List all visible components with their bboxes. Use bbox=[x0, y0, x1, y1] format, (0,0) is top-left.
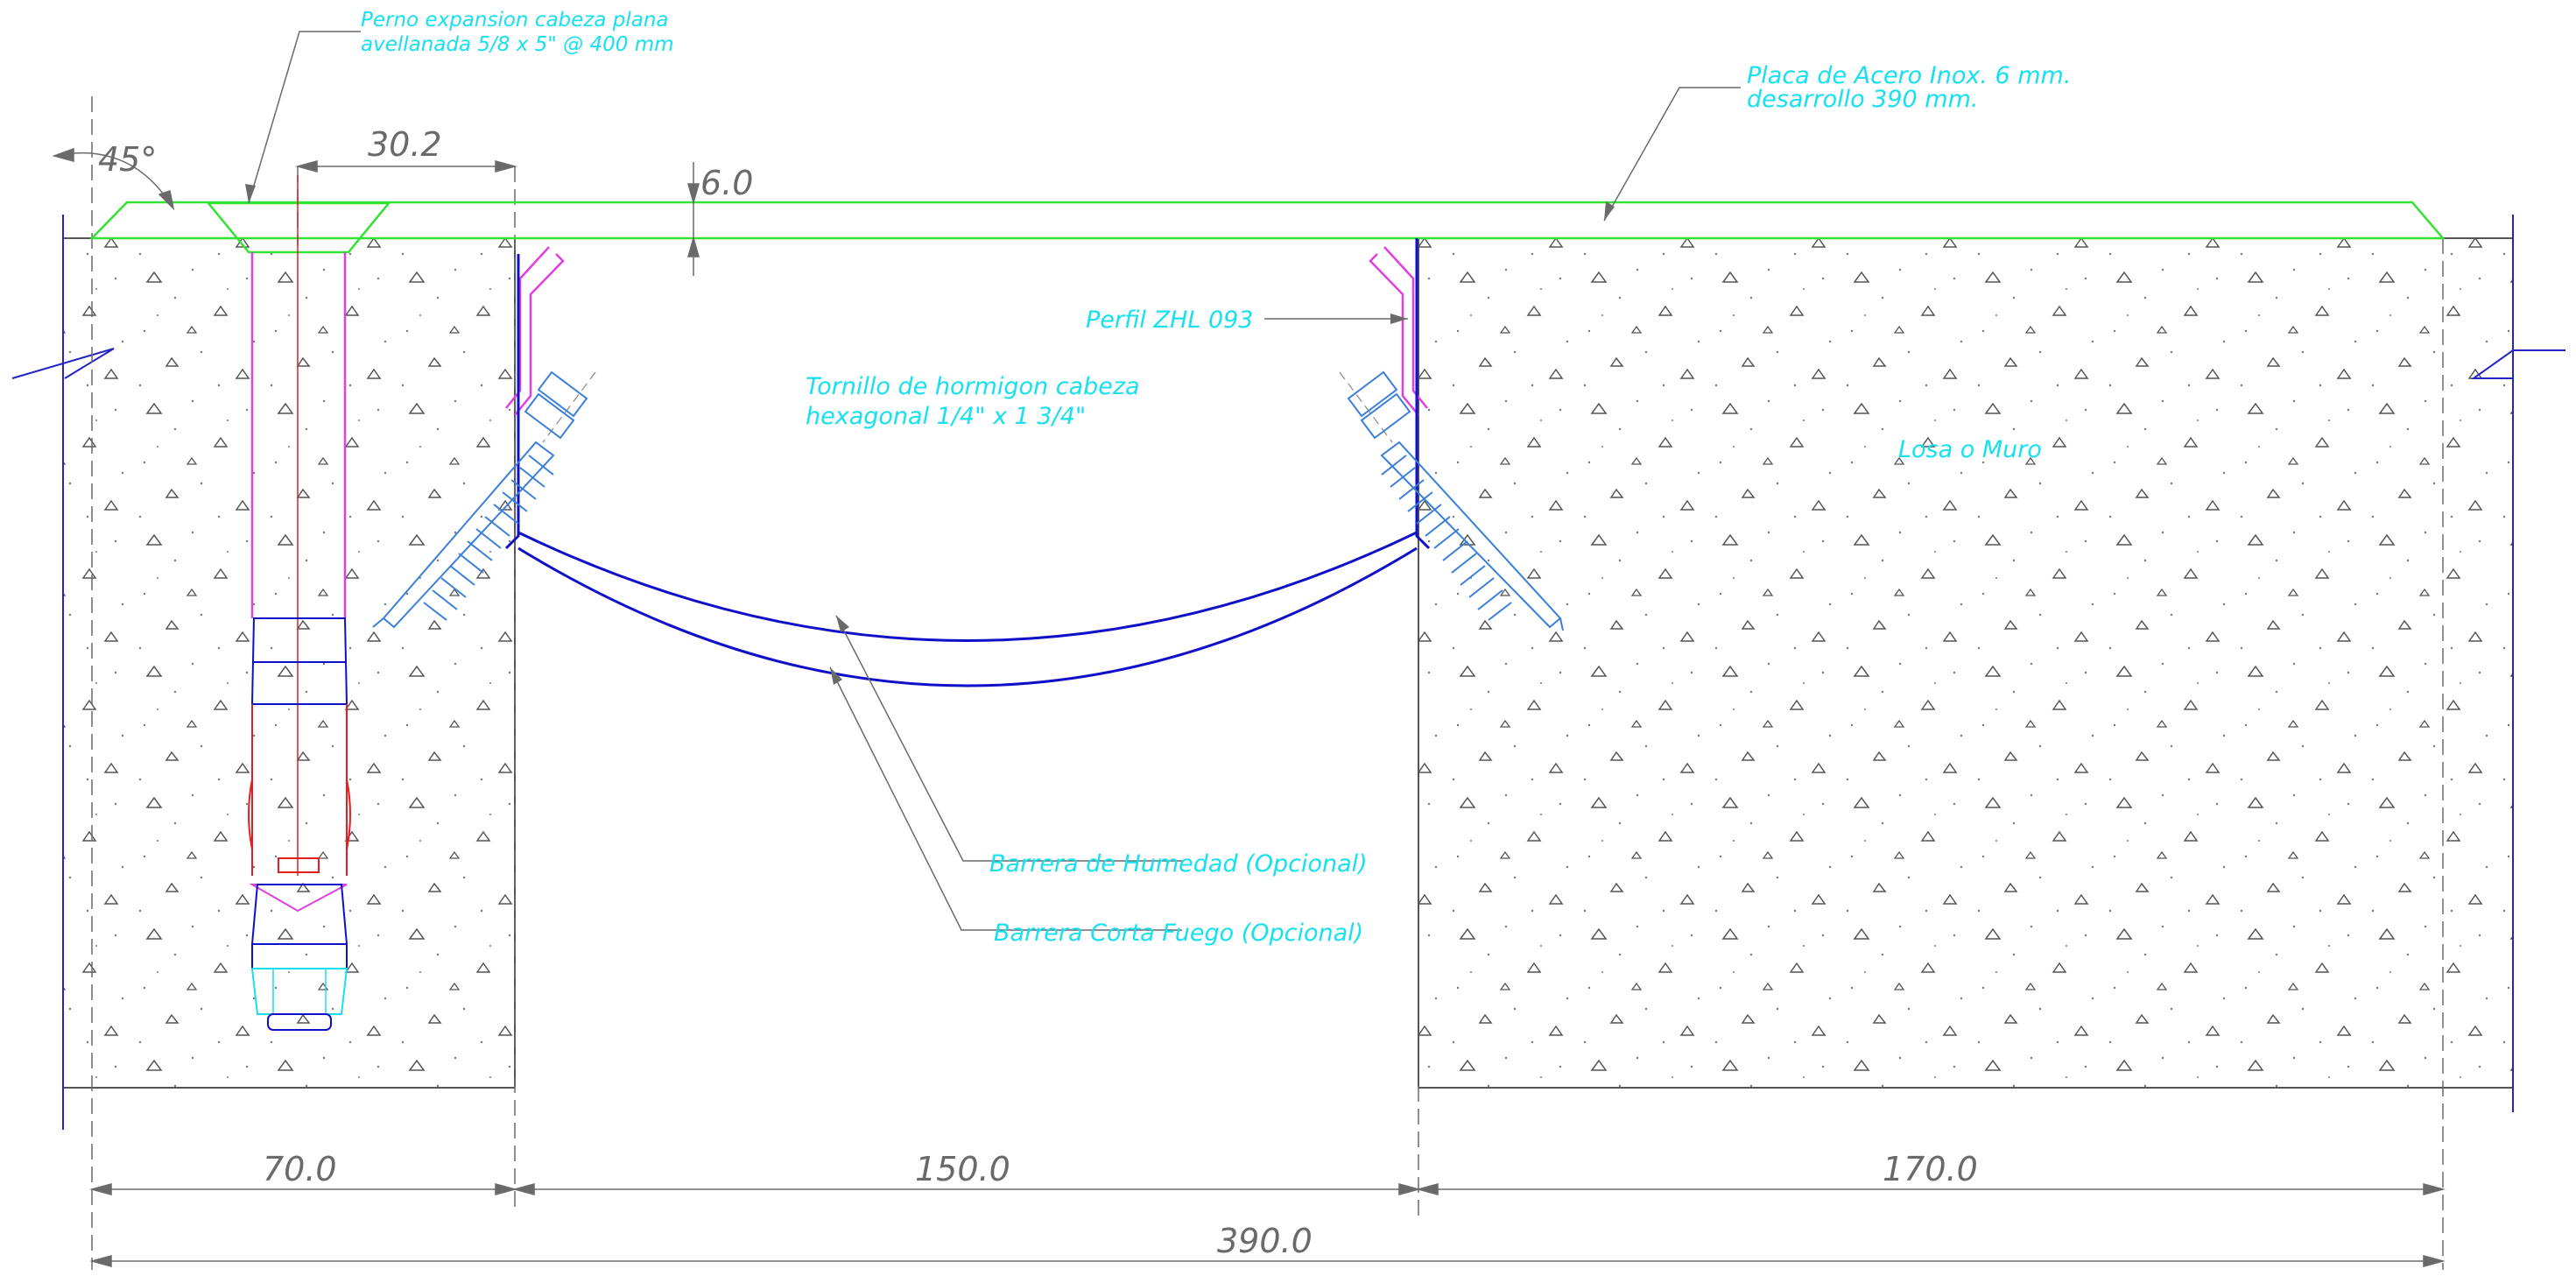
left-edge-dimension: 70.0 bbox=[263, 1150, 337, 1188]
right-profile bbox=[1369, 238, 1431, 550]
anchor-bolt bbox=[206, 175, 391, 1031]
screw-label-line2: hexagonal 1/4" x 1 3/4" bbox=[806, 403, 1086, 430]
plate-thickness-dimension: 6.0 bbox=[700, 164, 753, 202]
bolt-offset-dimension: 30.2 bbox=[368, 125, 442, 164]
plate-label-line2: desarrollo 390 mm. bbox=[1747, 86, 1979, 113]
plate-label-line1: Placa de Acero Inox. 6 mm. bbox=[1747, 62, 2071, 89]
fire-barrier-label: Barrera Corta Fuego (Opcional) bbox=[994, 920, 1363, 947]
moisture-barrier-label: Barrera de Humedad (Opcional) bbox=[989, 850, 1368, 878]
slab-label: Losa o Muro bbox=[1898, 436, 2042, 463]
barriers bbox=[517, 531, 1418, 687]
steel-plate bbox=[89, 201, 2446, 240]
gap-dimension: 150.0 bbox=[915, 1150, 1010, 1188]
right-edge-dimension: 170.0 bbox=[1883, 1150, 1978, 1188]
total-dimension: 390.0 bbox=[1217, 1222, 1313, 1260]
right-screw bbox=[1339, 370, 1564, 631]
anchor-bolt-label-line2: avellanada 5/8 x 5" @ 400 mm bbox=[361, 33, 674, 56]
screw-label-line1: Tornillo de hormigon cabeza bbox=[806, 373, 1140, 400]
left-screw bbox=[372, 370, 596, 629]
anchor-bolt-label-line1: Perno expansion cabeza plana bbox=[361, 9, 669, 32]
angle-dimension: 45° bbox=[98, 140, 157, 179]
leader-lines bbox=[248, 31, 1741, 931]
profile-label: Perfil ZHL 093 bbox=[1086, 307, 1253, 334]
leader-arrowheads bbox=[245, 184, 1615, 685]
left-profile bbox=[504, 246, 565, 550]
left-concrete-block bbox=[11, 215, 516, 1130]
dimension-lines bbox=[52, 147, 2446, 1267]
right-concrete-block bbox=[1418, 215, 2565, 1112]
